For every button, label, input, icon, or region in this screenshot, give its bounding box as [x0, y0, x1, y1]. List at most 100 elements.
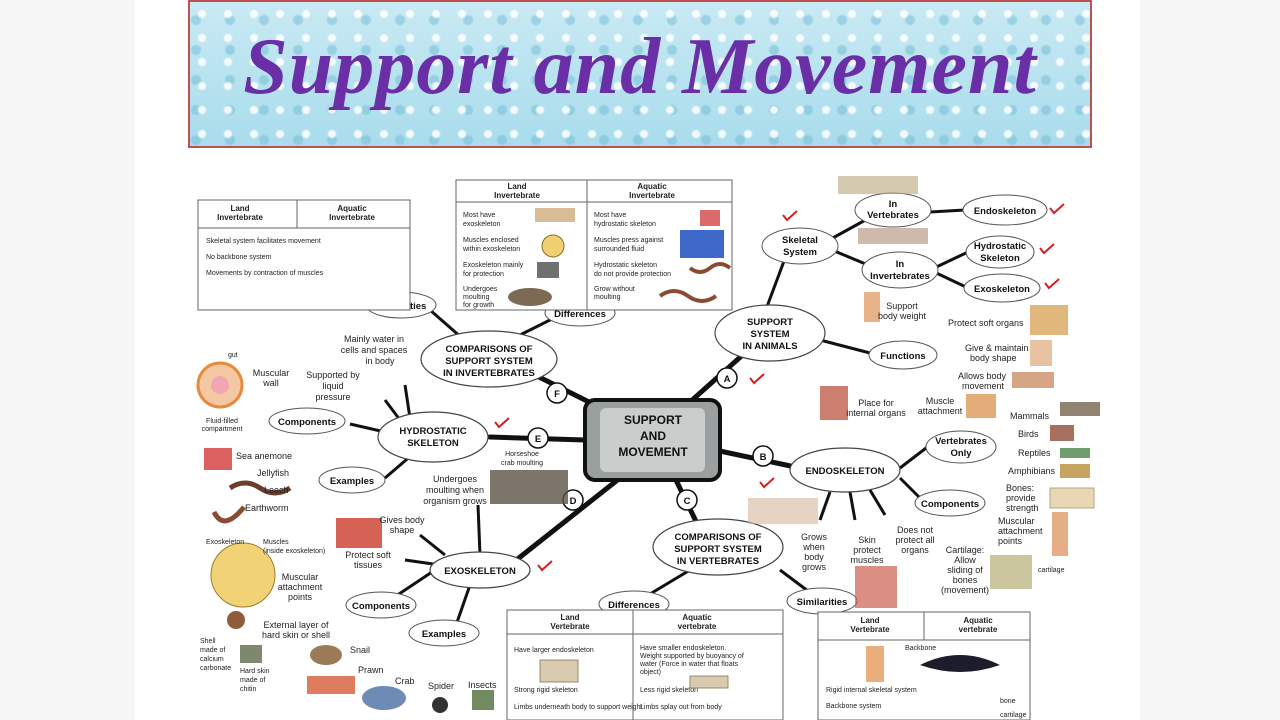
label-leech: Leech: [264, 485, 289, 495]
vertebrate-class-labels: Mammals Birds Reptiles Amphibians Bones:…: [801, 411, 1065, 595]
human-skeleton-image: [866, 646, 884, 682]
node-support-1: SUPPORT: [747, 317, 793, 328]
check-icon: [782, 210, 798, 222]
badge-D: D: [570, 496, 577, 507]
internal-organs-image: [820, 386, 848, 420]
label-horseshoe-1: Horseshoe: [505, 451, 539, 458]
label-mammals: Mammals: [1010, 411, 1050, 421]
label-fluid-1: Fluid-filled: [206, 418, 238, 425]
label-fluid-2: compartment: [202, 426, 243, 433]
node-support-3: IN ANIMALS: [742, 341, 797, 352]
td-left-3b: for protection: [463, 271, 504, 278]
label-bones-3: strength: [1006, 503, 1039, 513]
table-vert-similarities: Land Vertebrate Aquatic vertebrate Rigid…: [817, 611, 1031, 720]
label-mainly-water-2: cells and spaces: [341, 345, 408, 355]
worm-small-image: [658, 289, 718, 303]
birds-image: [1050, 425, 1074, 441]
node-functions: Functions: [880, 351, 925, 362]
label-skin-2: protect: [853, 545, 881, 555]
node-ininvert-2: Invertebrates: [870, 271, 930, 282]
label-protect-organs: Protect soft organs: [948, 318, 1024, 328]
hydrostatic-labels: Mainly water in cells and spaces in body…: [202, 334, 408, 513]
human-body-image: [1030, 340, 1052, 366]
td-right-3: Limbs splay out from body: [640, 704, 722, 711]
table-invert-differences: Land Invertebrate Aquatic Invertebrate M…: [455, 179, 733, 311]
td-right-1d: object): [640, 669, 661, 676]
th-aquatic-1: Aquatic: [963, 616, 993, 625]
td-right-1c: water (Force in water that floats: [639, 661, 739, 668]
label-spider: Spider: [428, 681, 454, 691]
td-right-1a: Have smaller endoskeleton.: [640, 645, 726, 652]
node-compinvert-1: COMPARISONS OF: [446, 344, 533, 355]
node-exo-small: Exoskeleton: [974, 284, 1030, 295]
label-exo-tag: Exoskeleton: [206, 539, 244, 546]
label-muscular-3: points: [998, 536, 1023, 546]
th-aquatic-2: vertebrate: [959, 625, 998, 634]
label-cartilage-5: (movement): [941, 585, 989, 595]
td-left-4a: Undergoes: [463, 286, 498, 293]
function-labels: Support body weight Protect soft organs …: [846, 301, 1028, 418]
tag-bone: bone: [1000, 698, 1016, 705]
label-snail: Snail: [350, 645, 370, 655]
reptiles-image: [1060, 448, 1090, 458]
th-land-1: Land: [560, 613, 579, 622]
exoskeleton-labels: Gives body shape Protect soft tissues Mu…: [200, 451, 543, 693]
label-shell-3: calcium: [200, 656, 224, 663]
beetle-image: [240, 645, 262, 663]
check-marks: [494, 203, 1065, 572]
label-supported-1: Supported by: [306, 370, 360, 380]
check-icon: [1049, 203, 1065, 215]
invertebrates-animals-image: [858, 228, 928, 244]
node-examples-hydro: Examples: [330, 476, 374, 487]
muscle-skin-image: [855, 566, 897, 608]
exoskeleton-joint-image: [210, 542, 276, 608]
worm-small-image: [688, 262, 732, 274]
insect-small-image: [537, 262, 559, 278]
label-muscles-inside-2: (inside exoskeleton): [263, 548, 325, 555]
th-land-2: Invertebrate: [217, 213, 263, 222]
td-row-1: Skeletal system facilitates movement: [206, 238, 321, 245]
label-shell-4: carbonate: [200, 665, 231, 672]
td-right-3a: Hydrostatic skeleton: [594, 262, 657, 269]
check-icon: [759, 477, 775, 489]
mammals-image: [1060, 402, 1100, 416]
label-bones-2: provide: [1006, 493, 1036, 503]
td-left-4c: for growth: [463, 302, 494, 309]
node-exoskeleton: EXOSKELETON: [444, 566, 516, 577]
th-land-2: Vertebrate: [850, 625, 890, 634]
badge-F: F: [554, 389, 560, 400]
td-right-4b: moulting: [594, 294, 621, 301]
label-gut: gut: [228, 352, 238, 359]
center-line-3: MOVEMENT: [618, 445, 688, 459]
label-birds: Birds: [1018, 429, 1039, 439]
gut-image: [211, 376, 229, 394]
label-mainly-water-3: in body: [365, 356, 395, 366]
label-muscular-wall-1: Muscular: [253, 368, 290, 378]
label-cartilage-4: bones: [953, 575, 978, 585]
tubes-image: [680, 230, 724, 258]
body-muscles-image: [1052, 512, 1068, 556]
label-muscular-wall-2: wall: [262, 378, 279, 388]
bones-image: [1049, 487, 1095, 509]
label-moulting-1: Undergoes: [433, 474, 478, 484]
check-icon: [494, 417, 510, 429]
node-skeletal-1: Skeletal: [782, 235, 818, 246]
check-icon: [749, 373, 765, 385]
label-allows-movement-2: movement: [962, 381, 1005, 391]
td-row-3: Movements by contraction of muscles: [206, 270, 324, 277]
scorpion-image: [535, 208, 575, 222]
node-endoskeleton: ENDOSKELETON: [805, 466, 884, 477]
insect-image: [472, 690, 494, 710]
td-right-1a: Most have: [594, 212, 626, 219]
center-node: SUPPORT AND MOVEMENT: [583, 398, 722, 482]
check-icon: [1039, 243, 1055, 255]
label-protect-tissues-1: Protect soft: [345, 550, 391, 560]
spider-image: [432, 697, 448, 713]
label-sea-anemone: Sea anemone: [236, 451, 292, 461]
label-support-weight-1: Support: [886, 301, 918, 311]
label-doesnot-2: protect all: [895, 535, 934, 545]
td-left-2a: Muscles enclosed: [463, 237, 519, 244]
amphibians-image: [1060, 464, 1090, 478]
td-right-4a: Grow without: [594, 286, 635, 293]
label-supported-2: liquid: [322, 381, 343, 391]
